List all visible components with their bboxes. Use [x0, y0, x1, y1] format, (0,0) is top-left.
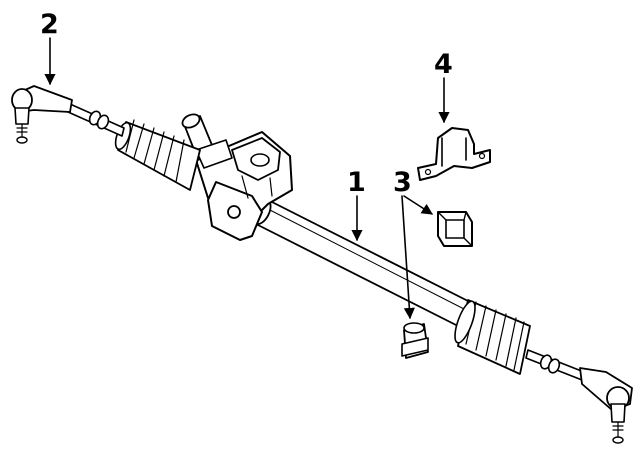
- right-tie-rod-end: [579, 367, 633, 444]
- mount-bracket: [417, 127, 491, 181]
- right-bellows-boot: [454, 299, 531, 375]
- gear-housing: [181, 113, 293, 241]
- callout-4: 4: [434, 49, 453, 80]
- callout-3: 3: [393, 167, 412, 198]
- left-tie-rod-end: [11, 85, 73, 144]
- left-bellows-boot: [114, 119, 201, 191]
- callout-1: 1: [347, 167, 366, 198]
- mount-grommet-lower: [401, 322, 429, 359]
- leader-lines: [44, 37, 450, 320]
- left-inner-tie-rod: [67, 103, 125, 137]
- mount-bushing-upper: [437, 211, 473, 247]
- callout-2: 2: [40, 9, 59, 40]
- rack-housing-tube: [252, 199, 471, 327]
- right-inner-tie-rod: [525, 349, 585, 381]
